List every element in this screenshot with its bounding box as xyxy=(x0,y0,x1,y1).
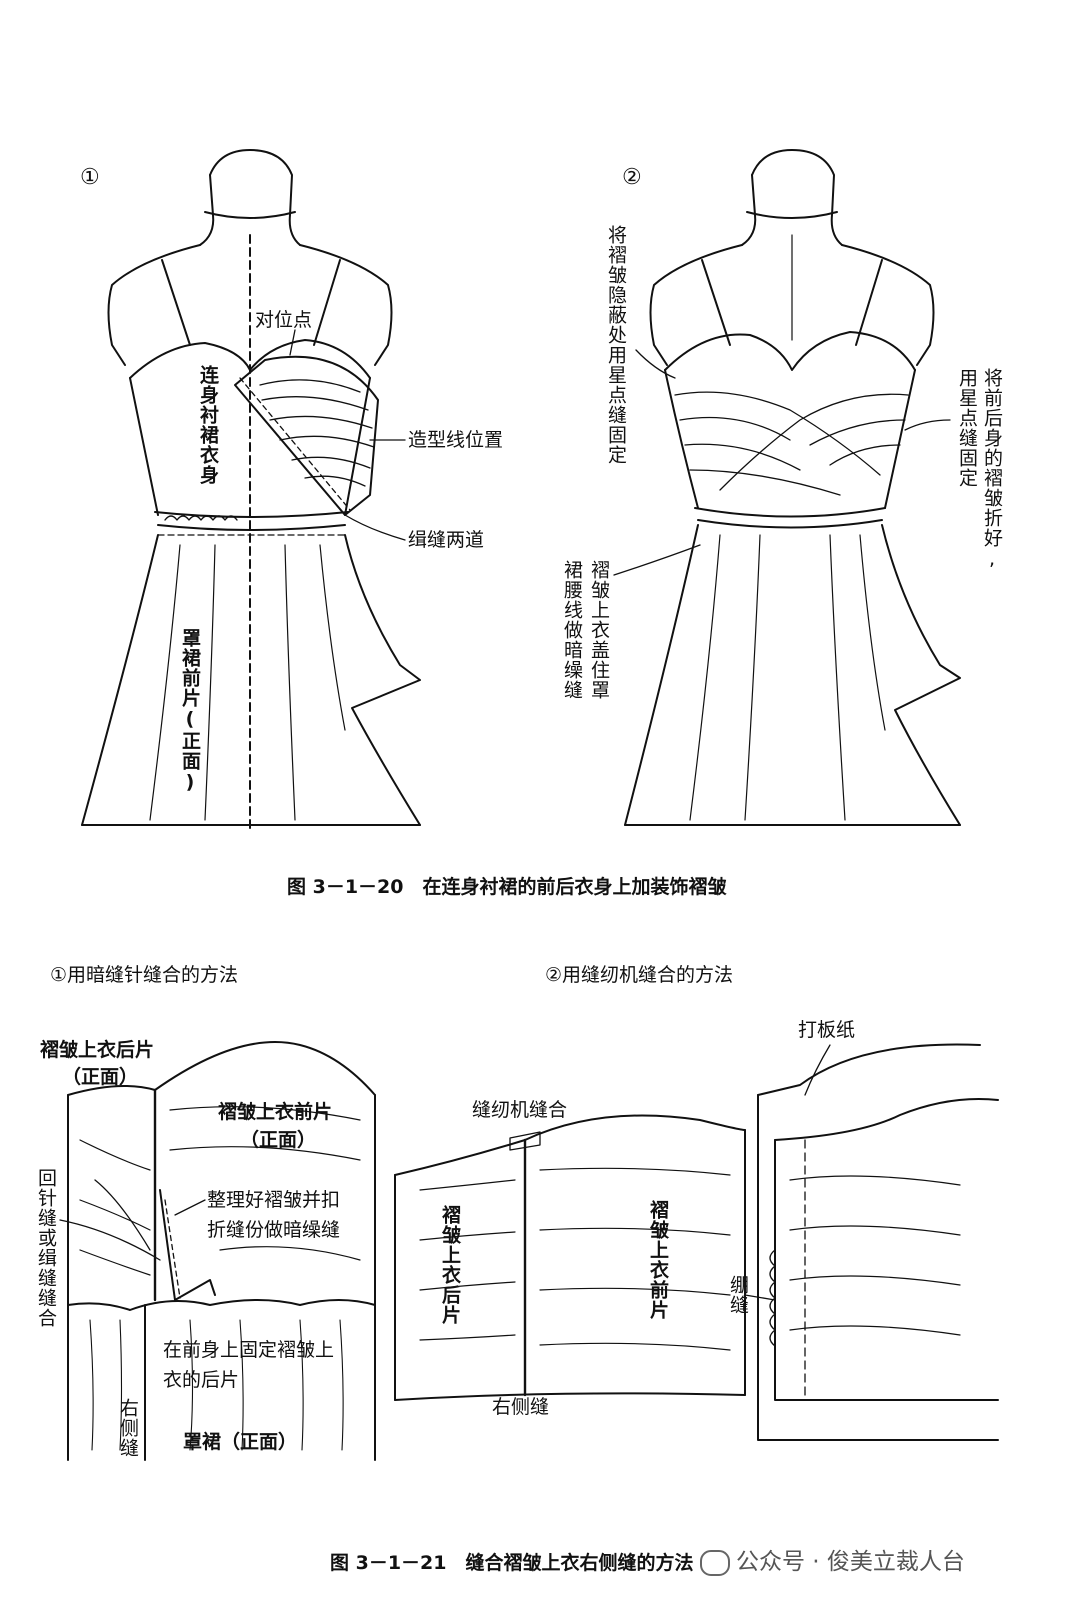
mannequin-1-drawing xyxy=(81,149,421,831)
label-s1-guding-2: 衣的后片 xyxy=(163,1369,240,1391)
label-s2-dabanzhi: 打板纸 xyxy=(798,1019,856,1041)
label-zaoxingxian: 造型线位置 xyxy=(408,429,504,451)
label-s1-qianpian: 褶皱上衣前片 xyxy=(218,1101,333,1123)
label-s2-youce: 右侧缝 xyxy=(492,1396,550,1418)
label-qianhou-b: 用星点缝固定 xyxy=(956,368,978,488)
mannequin-2-drawing xyxy=(624,149,961,826)
label-s1-huizhen: 回针缝或缉缝缝合 xyxy=(35,1168,57,1328)
watermark-text: 公众号 · 俊美立裁人台 xyxy=(736,1549,965,1575)
label-jifeng: 缉缝两道 xyxy=(408,529,485,551)
label-s1-youce: 右侧缝 xyxy=(117,1398,139,1458)
label-duiweidian: 对位点 xyxy=(255,309,313,331)
watermark: 公众号 · 俊美立裁人台 xyxy=(700,1542,965,1576)
label-s1-guding-1: 在前身上固定褶皱上 xyxy=(163,1339,335,1361)
label-s1-houpian: 褶皱上衣后片 xyxy=(40,1039,155,1061)
figure-21-caption: 图 3－1－21 缝合褶皱上衣右侧缝的方法 xyxy=(330,1552,694,1574)
label-s1-zhengli-2: 折缝份做暗缲缝 xyxy=(207,1219,341,1241)
wechat-icon xyxy=(700,1549,730,1576)
leader-lines-fig21 xyxy=(59,1044,831,1301)
label-s1-houpian-zm: （正面） xyxy=(62,1066,139,1088)
panel1-number: ① xyxy=(80,165,100,190)
label-s2-bengfeng: 绷缝 xyxy=(727,1275,749,1315)
label-s1-qianpian-zm: （正面） xyxy=(240,1129,317,1151)
label-s1-zhaoqun: 罩裙（正面） xyxy=(183,1431,298,1453)
label-s2-fengrenji: 缝纫机缝合 xyxy=(472,1099,568,1121)
label-s1-zhengli-1: 整理好褶皱并扣 xyxy=(207,1189,341,1211)
label-gaizhu-a: 褶皱上衣盖住罩 xyxy=(588,560,610,700)
label-s2-houpian: 褶皱上衣后片 xyxy=(439,1205,461,1325)
sewing-diagram-3 xyxy=(757,1043,999,1441)
label-yincang: 将褶皱隐蔽处用星点缝固定 xyxy=(605,225,627,465)
sewing-diagram-2 xyxy=(394,1114,746,1401)
label-gaizhu-b: 裙腰线做暗缲缝 xyxy=(561,560,583,700)
panel2-number: ② xyxy=(622,165,642,190)
label-s2-qianpian: 褶皱上衣前片 xyxy=(647,1200,669,1320)
figure-20-caption: 图 3－1－20 在连身衬裙的前后衣身上加装饰褶皱 xyxy=(287,876,727,898)
leader-lines-fig20 xyxy=(289,329,951,576)
label-qianhou-a: 将前后身的褶皱折好, xyxy=(981,368,1003,571)
section2-title: ②用缝纫机缝合的方法 xyxy=(545,964,734,986)
section1-title: ①用暗缝针缝合的方法 xyxy=(50,964,239,986)
label-lianshen: 连身衬裙衣身 xyxy=(197,365,219,485)
sewing-diagram-1 xyxy=(67,1041,376,1461)
label-zhaoqun-qianpian: 罩裙前片(正面) xyxy=(179,628,201,794)
